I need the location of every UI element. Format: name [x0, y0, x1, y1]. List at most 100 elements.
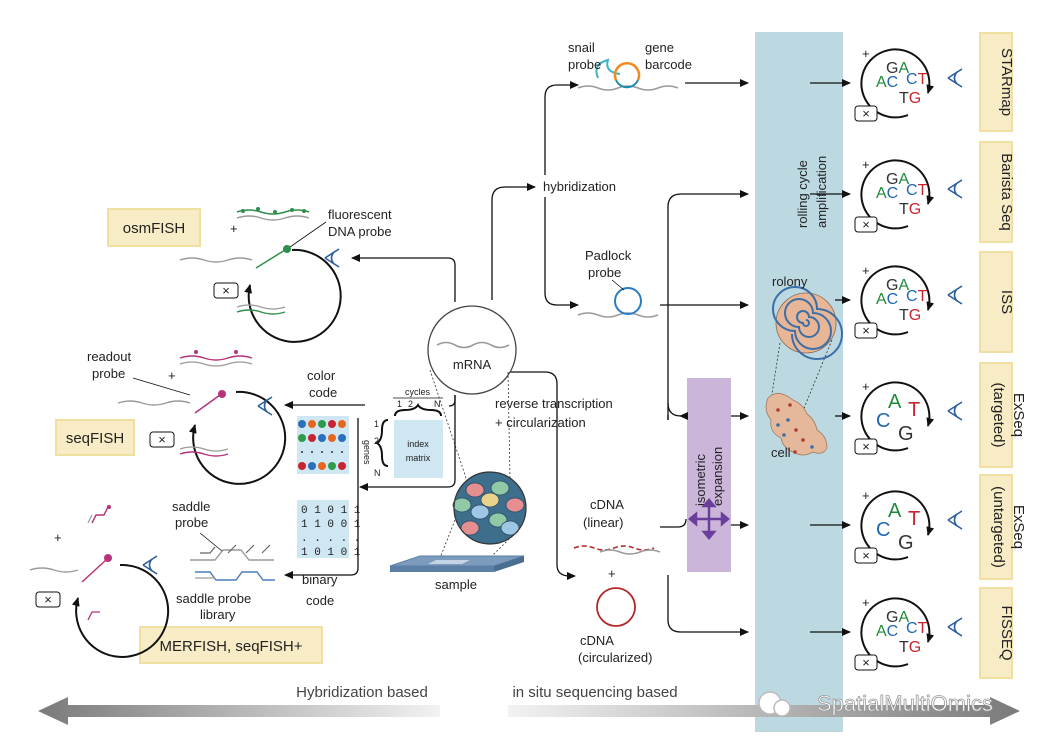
color-dot: [308, 462, 316, 470]
rolony: rolony: [770, 274, 843, 419]
svg-text:library: library: [200, 607, 236, 622]
mrna-node: mRNA: [427, 305, 517, 479]
svg-text:index: index: [407, 439, 429, 449]
base-label: TG: [899, 639, 921, 656]
svg-text:snail: snail: [568, 40, 595, 55]
color-code-panel: color code: [297, 368, 349, 474]
base-label: CT: [906, 71, 928, 88]
seqfish-illustration: + × readout probe: [87, 349, 287, 485]
plus-sign: +: [862, 595, 870, 610]
svg-text:ExSeq: ExSeq: [1010, 393, 1027, 437]
base-label: G: [898, 532, 914, 554]
svg-text:in situ sequencing based: in situ sequencing based: [512, 684, 677, 701]
hybridization-label: hybridization: [543, 179, 616, 194]
method-label-barista: Barista Seq: [979, 141, 1015, 243]
method-label-exseq-untargeted: ExSeq (untargeted): [979, 474, 1027, 580]
svg-text:(linear): (linear): [583, 515, 623, 530]
svg-text:STARmap: STARmap: [998, 48, 1015, 116]
remove-icon: ×: [862, 106, 870, 121]
svg-text:genes: genes: [362, 440, 372, 465]
base-label: C: [876, 519, 890, 541]
base-label: AC: [876, 623, 898, 640]
rt-label-1: reverse transcription: [495, 396, 613, 411]
base-label: AC: [876, 185, 898, 202]
svg-text:FISSEQ: FISSEQ: [998, 605, 1015, 660]
watermark: SpatialMultiOmics: [758, 691, 993, 717]
ellipsis-dot: [321, 451, 323, 453]
plus-sign: +: [862, 379, 870, 394]
svg-text:color: color: [307, 368, 336, 383]
svg-text:code: code: [309, 385, 337, 400]
svg-text:binary: binary: [302, 572, 338, 587]
svg-text:code: code: [306, 593, 334, 608]
color-dot: [318, 434, 326, 442]
base-label: A: [888, 391, 902, 413]
padlock-probe: Padlock probe: [577, 248, 659, 318]
plus-sign: +: [862, 488, 870, 503]
svg-text:probe: probe: [92, 366, 125, 381]
color-dot: [308, 434, 316, 442]
cdna-linear: cDNA (linear) +: [573, 497, 661, 581]
svg-text:mRNA: mRNA: [453, 357, 492, 372]
base-label: T: [908, 508, 920, 530]
color-dot: [338, 434, 346, 442]
svg-text:osmFISH: osmFISH: [123, 220, 186, 237]
ellipsis-dot: [311, 451, 313, 453]
base-label: T: [908, 399, 920, 421]
svg-text:matrix: matrix: [406, 453, 431, 463]
tissue-circle: [439, 471, 527, 559]
svg-text:×: ×: [44, 592, 52, 607]
method-label-iss: ISS: [979, 251, 1015, 353]
cell: cell: [765, 393, 828, 460]
remove-icon: ×: [862, 548, 870, 563]
rt-label-2: + circularization: [495, 415, 586, 430]
svg-text:2: 2: [374, 436, 379, 446]
svg-text:barcode: barcode: [645, 57, 692, 72]
svg-text:cycles: cycles: [405, 387, 431, 397]
color-dot: [298, 420, 306, 428]
color-dot: [318, 462, 326, 470]
svg-text:N: N: [374, 468, 381, 478]
base-label: C: [876, 410, 890, 432]
base-label: CT: [906, 288, 928, 305]
color-dot: [298, 462, 306, 470]
base-label: TG: [899, 201, 921, 218]
expansion-arrows-icon: [688, 498, 730, 540]
svg-text:ExSeq: ExSeq: [1010, 505, 1027, 549]
svg-text:1 0 1 0 1: 1 0 1 0 1: [301, 547, 361, 559]
bottom-axis-left: Hybridization based: [38, 684, 440, 725]
svg-text:2: 2: [408, 399, 413, 409]
color-dot: [318, 420, 326, 428]
base-label: TG: [899, 90, 921, 107]
svg-text:rolony: rolony: [772, 274, 808, 289]
rca-label-2: amplification: [814, 156, 829, 228]
method-label-seqfish: seqFISH: [55, 419, 135, 456]
cdna-circular: cDNA (circularized): [578, 587, 652, 665]
method-label-starmap: STARmap: [979, 32, 1015, 132]
svg-text:N: N: [434, 399, 441, 409]
ellipsis-dot: [301, 451, 303, 453]
svg-text:+: +: [608, 566, 616, 581]
color-dot: [328, 434, 336, 442]
svg-text:probe: probe: [568, 57, 601, 72]
svg-text:cDNA: cDNA: [590, 497, 624, 512]
svg-text:+: +: [168, 368, 176, 383]
svg-text:probe: probe: [588, 265, 621, 280]
svg-text:×: ×: [158, 432, 166, 447]
remove-icon: ×: [862, 655, 870, 670]
base-label: AC: [876, 291, 898, 308]
color-dot: [298, 434, 306, 442]
sample-slide: sample: [389, 555, 525, 592]
base-label: GA: [886, 60, 909, 77]
ellipsis-dot: [341, 451, 343, 453]
plus-sign: +: [862, 157, 870, 172]
svg-text:gene: gene: [645, 40, 674, 55]
svg-text:. . . . .: . . . . .: [301, 533, 360, 545]
svg-text:×: ×: [222, 283, 230, 298]
remove-icon: ×: [862, 217, 870, 232]
base-label: A: [888, 500, 902, 522]
svg-text:Barista Seq: Barista Seq: [998, 153, 1015, 231]
